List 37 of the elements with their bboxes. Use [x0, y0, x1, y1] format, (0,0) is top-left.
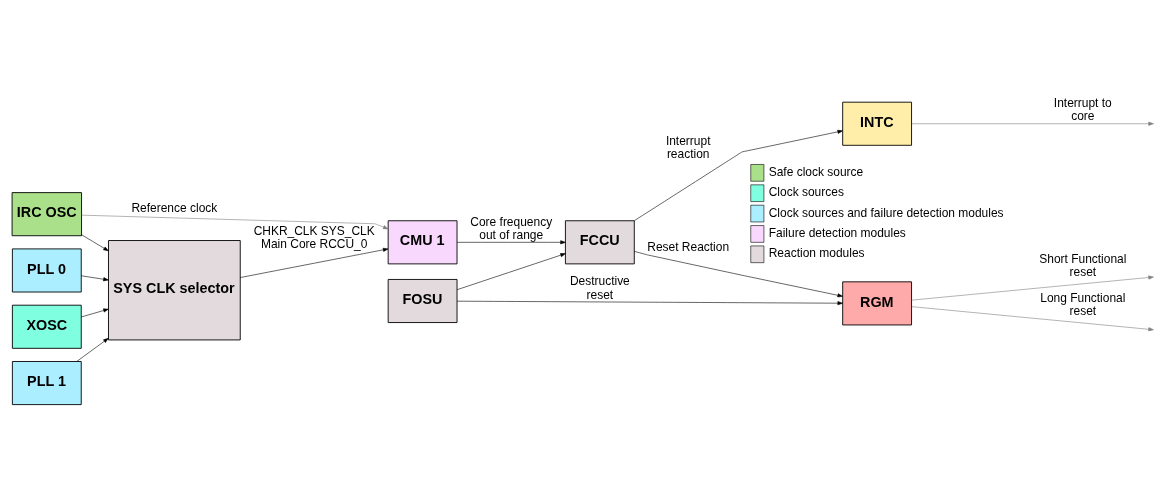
- node-box: PLL 0: [11, 248, 82, 293]
- edge-label: CHKR_CLK SYS_CLK Main Core RCCU_0: [253, 224, 375, 252]
- edge-label: Short Functional reset: [1039, 252, 1127, 280]
- legend-label: Safe clock source: [768, 164, 864, 179]
- node-box: PLL 1: [11, 361, 82, 406]
- arrow: [80, 308, 109, 318]
- arrow: [456, 300, 843, 306]
- legend-label: Reaction modules: [768, 246, 865, 261]
- node-box: CMU 1: [387, 220, 458, 265]
- arrow: [911, 275, 1154, 301]
- node-box: XOSC: [11, 304, 82, 349]
- arrow: [456, 240, 566, 245]
- node-box: RGM: [842, 281, 912, 326]
- edge-label: Core frequency out of range: [470, 214, 553, 242]
- node-box: FCCU: [564, 220, 635, 265]
- arrow: [81, 214, 389, 230]
- edge-label: Reference clock: [131, 201, 218, 216]
- edge-label: Interrupt to core: [1053, 95, 1112, 124]
- arrow: [80, 275, 109, 282]
- legend-label: Clock sources: [768, 185, 844, 200]
- node-box: SYS CLK selector: [108, 240, 241, 341]
- arrow: [76, 338, 109, 362]
- arrow: [240, 247, 389, 278]
- legend-label: Clock sources and failure detection modules: [768, 205, 1004, 220]
- node-box: INTC: [842, 101, 912, 146]
- legend-label: Failure detection modules: [768, 225, 906, 240]
- edge-label: Destructive reset: [569, 274, 630, 302]
- node-box: FOSU: [387, 279, 458, 323]
- node-box: IRC OSC: [11, 192, 82, 237]
- arrow: [634, 251, 843, 298]
- arrow: [911, 121, 1154, 126]
- edge-label: Reset Reaction: [647, 240, 730, 255]
- arrow: [456, 253, 566, 290]
- arrow: [81, 234, 109, 252]
- arrow: [911, 306, 1154, 332]
- edge-label: Interrupt reaction: [665, 133, 711, 161]
- edge-label: Long Functional reset: [1040, 291, 1126, 319]
